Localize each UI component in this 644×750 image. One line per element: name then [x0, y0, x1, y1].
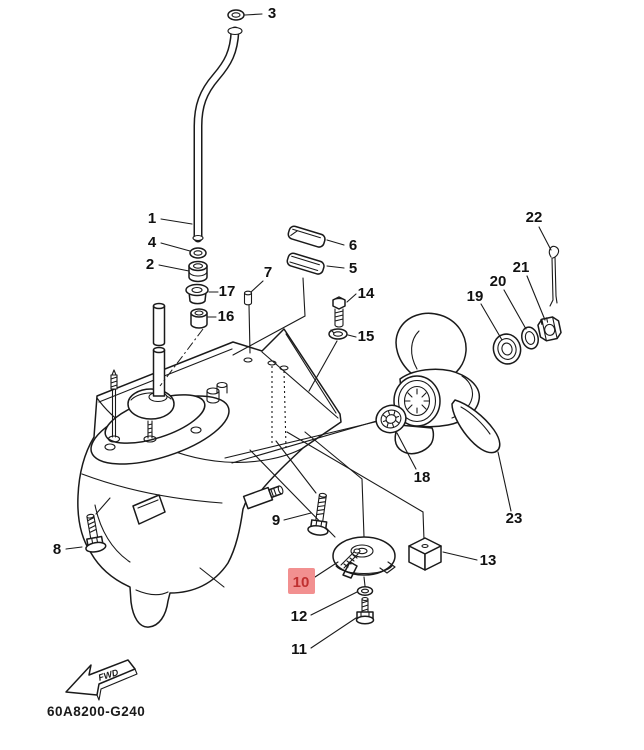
part-washer-4	[189, 247, 207, 259]
callout-10-highlight-box[interactable]	[288, 568, 315, 594]
callout-15[interactable]: 15	[358, 328, 375, 345]
part-castle-nut-21	[537, 316, 562, 342]
part-gearcase-housing	[77, 328, 342, 628]
callout-21[interactable]: 21	[513, 259, 530, 276]
part-pin-7	[243, 290, 253, 306]
part-spacer-19	[492, 333, 522, 365]
callout-8[interactable]: 8	[53, 541, 61, 558]
part-washer-20	[521, 326, 539, 350]
part-bolt-14	[332, 296, 346, 328]
callout-19[interactable]: 19	[467, 288, 484, 305]
part-thrust-washer-18	[375, 404, 407, 434]
callout-13[interactable]: 13	[480, 552, 497, 569]
callout-20[interactable]: 20	[490, 273, 507, 290]
callout-22[interactable]: 22	[526, 209, 543, 226]
part-damper-5	[286, 252, 325, 275]
part-bushing-17	[185, 283, 209, 305]
callout-23[interactable]: 23	[506, 510, 523, 527]
callout-10[interactable]: 10	[293, 574, 310, 591]
part-propeller-23	[393, 312, 501, 455]
callout-18[interactable]: 18	[414, 469, 431, 486]
callout-6[interactable]: 6	[349, 237, 357, 254]
callout-2[interactable]: 2	[146, 256, 154, 273]
part-damper-6	[287, 225, 326, 248]
part-washer-15	[328, 328, 348, 340]
part-driveshaft	[152, 302, 166, 397]
callout-labels: 1 2 3 4 5 6 7 8 9 11 12 13 14 15 16 17 1…	[53, 5, 543, 658]
part-washer-12	[356, 586, 374, 596]
part-sleeve-16	[190, 308, 208, 329]
callout-9[interactable]: 9	[272, 512, 280, 529]
part-code: 60A8200-G240	[47, 704, 145, 719]
part-bolt-11	[355, 596, 375, 625]
callout-17[interactable]: 17	[219, 283, 236, 300]
part-bolt-8	[85, 513, 107, 553]
part-bolt-9	[307, 492, 329, 536]
callout-leader-lines	[65, 13, 552, 649]
callout-12[interactable]: 12	[291, 608, 308, 625]
part-grommet-2	[188, 260, 208, 283]
callout-7[interactable]: 7	[264, 264, 272, 281]
part-shift-rod	[107, 369, 228, 443]
callout-1[interactable]: 1	[148, 210, 156, 227]
fwd-arrow-icon: FWD	[65, 659, 138, 701]
callout-16[interactable]: 16	[218, 308, 235, 325]
callout-10-highlight[interactable]: 10	[288, 568, 315, 594]
part-prop-shaft	[242, 485, 284, 510]
callout-3[interactable]: 3	[268, 5, 276, 22]
part-trim-tab-10	[332, 536, 396, 579]
callout-5[interactable]: 5	[349, 260, 357, 277]
part-water-tube	[192, 26, 243, 243]
callout-11[interactable]: 11	[291, 641, 307, 658]
callout-4[interactable]: 4	[148, 234, 157, 251]
callout-14[interactable]: 14	[358, 285, 375, 302]
part-anode-13	[408, 537, 442, 571]
part-cotter-pin-22	[548, 245, 560, 307]
part-nut-3	[227, 9, 245, 21]
